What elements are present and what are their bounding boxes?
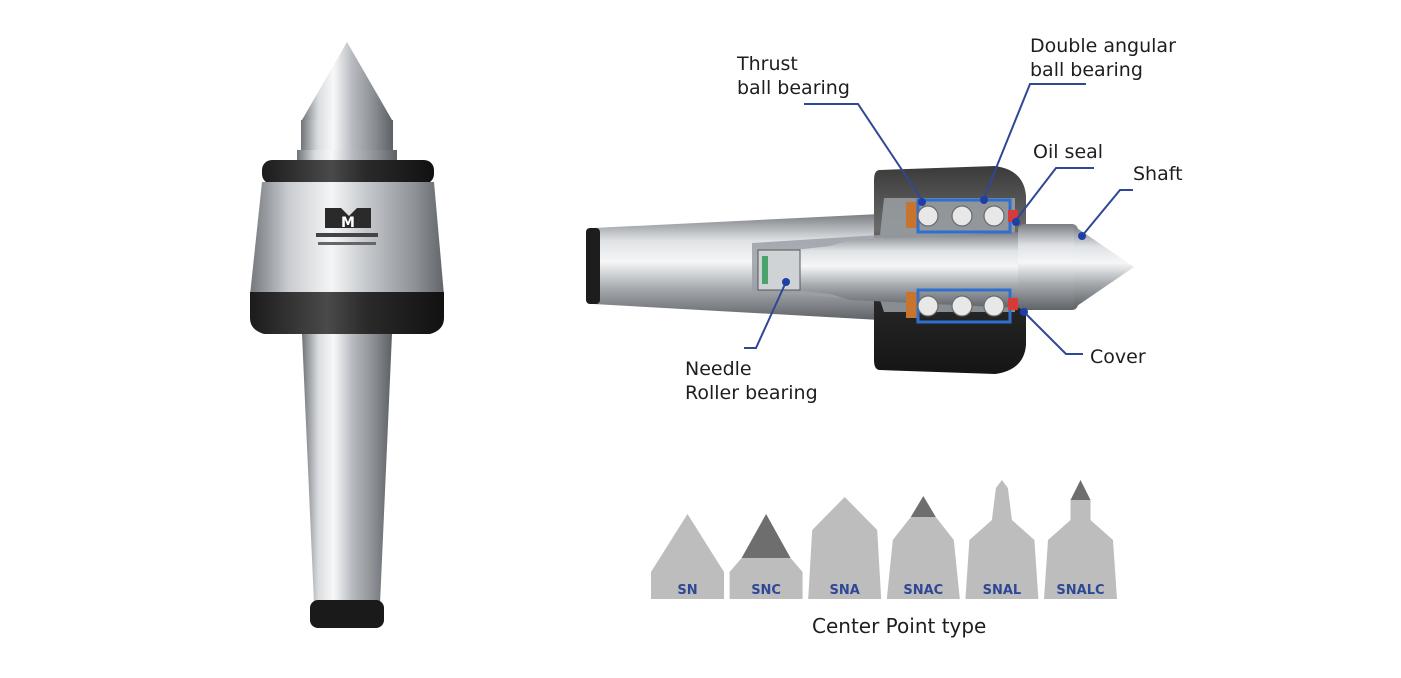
product-lower-ring [250,292,444,334]
center-point-body [651,514,724,599]
center-point-sn: SN [651,514,724,599]
center-point-label: SN [677,583,697,598]
cutaway-oil-seal-top [1008,210,1018,222]
cutaway-diagram [586,166,1134,374]
product-upper-ring [262,160,434,184]
center-point-body [965,480,1039,599]
leader-shaft [1081,189,1133,237]
leader-needle [744,281,787,349]
center-point-sna: SNA [808,497,882,599]
center-point-body [808,497,882,599]
center-point-label: SNA [830,583,860,598]
center-point-carbide-tip [910,496,936,517]
cutaway-balls [917,205,1005,317]
cutaway-shaft-cone [1074,226,1134,308]
cutaway-oil-seal-bottom [1008,298,1018,310]
center-point-label: SNALC [1056,583,1104,598]
center-point-snc: SNC [729,514,803,599]
cutaway-thrust-plate-top [906,202,918,228]
center-point-carbide-tip [1070,480,1091,500]
cutaway-shank-end [586,228,600,304]
center-point-snalc: SNALC [1044,480,1117,599]
center-point-body [886,517,960,599]
leader-oil [1015,167,1094,221]
product-shank [302,334,392,604]
center-point-label: SNAC [903,583,943,598]
cutaway-shaft-nose [1018,224,1078,310]
center-point-body [729,558,803,599]
center-point-body [1044,500,1117,599]
label-shaft: Shaft [1133,163,1183,185]
label-cover: Cover [1090,346,1146,368]
center-point-caption: Center Point type [812,614,987,638]
leader-double [983,83,1086,199]
logo-letter: M [341,215,355,231]
callout-dots [782,196,1086,316]
product-cone-tip [301,42,393,150]
leader-thrust [804,103,923,201]
callout-leaders [744,83,1133,355]
center-point-types: SN SNC SNA SNAC SNAL SNALC [651,480,1117,599]
center-point-label: SNAL [983,583,1022,598]
center-point-carbide-tip [741,514,791,558]
product-body [250,182,444,295]
center-point-snal: SNAL [965,480,1039,599]
center-point-snac: SNAC [886,496,960,599]
product-logo: M [316,208,378,245]
center-point-label: SNC [751,583,781,598]
cutaway-thrust-plate-bottom [906,292,918,318]
leader-cover [1023,311,1083,355]
product-tang [310,600,384,628]
product-neck [297,150,397,162]
label-oil-seal: Oil seal [1033,141,1104,163]
